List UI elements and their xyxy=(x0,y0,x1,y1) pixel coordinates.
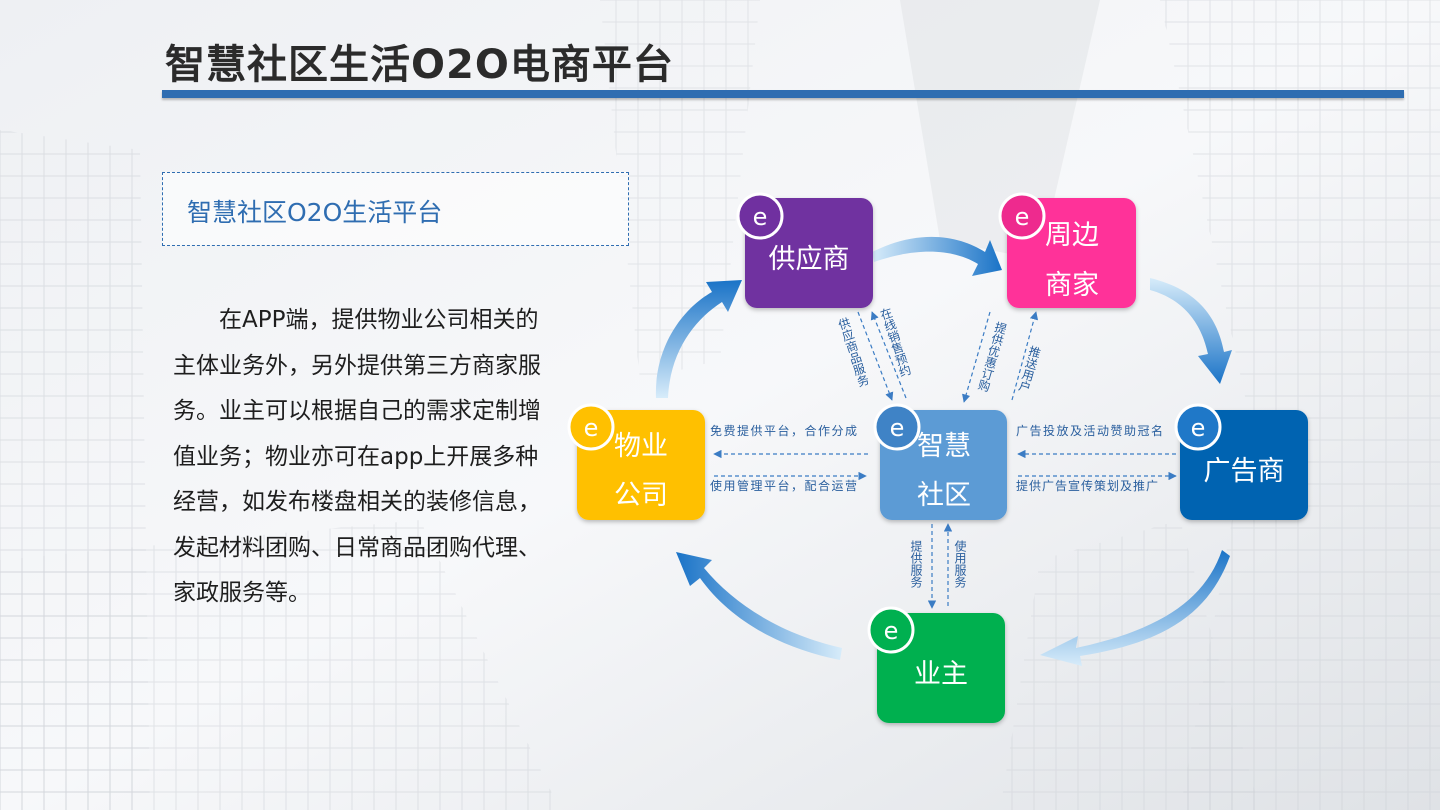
edge-label-merchant-down: 提供优惠订购 xyxy=(975,319,1009,394)
e-badge-icon: e xyxy=(1015,203,1030,231)
node-advertiser-badge xyxy=(1174,403,1222,451)
node-center-label-2: 社区 xyxy=(917,480,971,511)
edge-label-property-top: 免费提供平台，合作分成 xyxy=(710,423,859,438)
node-advertiser-label: 广告商 xyxy=(1204,456,1285,487)
node-owner: 业主 e xyxy=(867,606,1005,723)
edge-label-advertiser-bottom: 提供广告宣传策划及推广 xyxy=(1016,478,1159,493)
e-badge-icon: e xyxy=(890,414,905,442)
edge-label-owner-left: 提供服务 xyxy=(909,539,923,588)
node-advertiser: 广告商 e xyxy=(1174,403,1308,520)
page-title: 智慧社区生活O2O电商平台 xyxy=(165,42,674,88)
description-paragraph: 在APP端，提供物业公司相关的主体业务外，另外提供第三方商家服务。业主可以根据自… xyxy=(173,307,541,606)
flow-arrow-supplier-to-merchant xyxy=(872,236,1002,276)
edge-label-supplier-down: 供应商品服务 xyxy=(835,315,871,388)
e-badge-icon: e xyxy=(1191,414,1206,442)
subtitle-text: 智慧社区O2O生活平台 xyxy=(187,198,443,227)
edge-label-owner-right: 使用服务 xyxy=(953,539,967,588)
flow-arrow-merchant-to-advertiser xyxy=(1150,278,1232,384)
e-badge-icon: e xyxy=(884,617,899,645)
node-supplier-badge xyxy=(736,192,784,240)
edge-label-property-bottom: 使用管理平台，配合运营 xyxy=(710,478,859,493)
subtitle-box: 智慧社区O2O生活平台 xyxy=(162,172,629,246)
flow-arrow-property-to-supplier xyxy=(655,280,742,398)
node-center: 智慧 社区 e xyxy=(873,403,1007,520)
node-supplier-label: 供应商 xyxy=(769,244,850,275)
node-merchant: 周边 商家 e xyxy=(998,192,1136,308)
flow-arrow-owner-to-property xyxy=(676,552,842,660)
node-merchant-badge xyxy=(998,192,1046,240)
edge-label-center-to-supplier: 在线销售预约 xyxy=(877,305,913,378)
title-underline xyxy=(162,90,1404,98)
dashed-connectors xyxy=(713,311,1177,609)
node-property: 物业 公司 e xyxy=(567,403,705,520)
node-supplier: 供应商 e xyxy=(736,192,873,308)
node-center-badge xyxy=(873,403,921,451)
node-center-label-1: 智慧 xyxy=(917,431,971,462)
edge-label-advertiser-top: 广告投放及活动赞助冠名 xyxy=(1016,423,1165,438)
node-property-badge xyxy=(567,403,615,451)
e-badge-icon: e xyxy=(753,203,768,231)
node-owner-label: 业主 xyxy=(914,659,968,690)
node-property-label-2: 公司 xyxy=(614,480,668,511)
node-owner-badge xyxy=(867,606,915,654)
flow-arrow-advertiser-to-owner xyxy=(1040,550,1230,666)
node-merchant-label-1: 周边 xyxy=(1045,220,1099,251)
node-merchant-label-2: 商家 xyxy=(1045,270,1099,301)
e-badge-icon: e xyxy=(584,414,599,442)
node-property-label-1: 物业 xyxy=(614,431,668,462)
